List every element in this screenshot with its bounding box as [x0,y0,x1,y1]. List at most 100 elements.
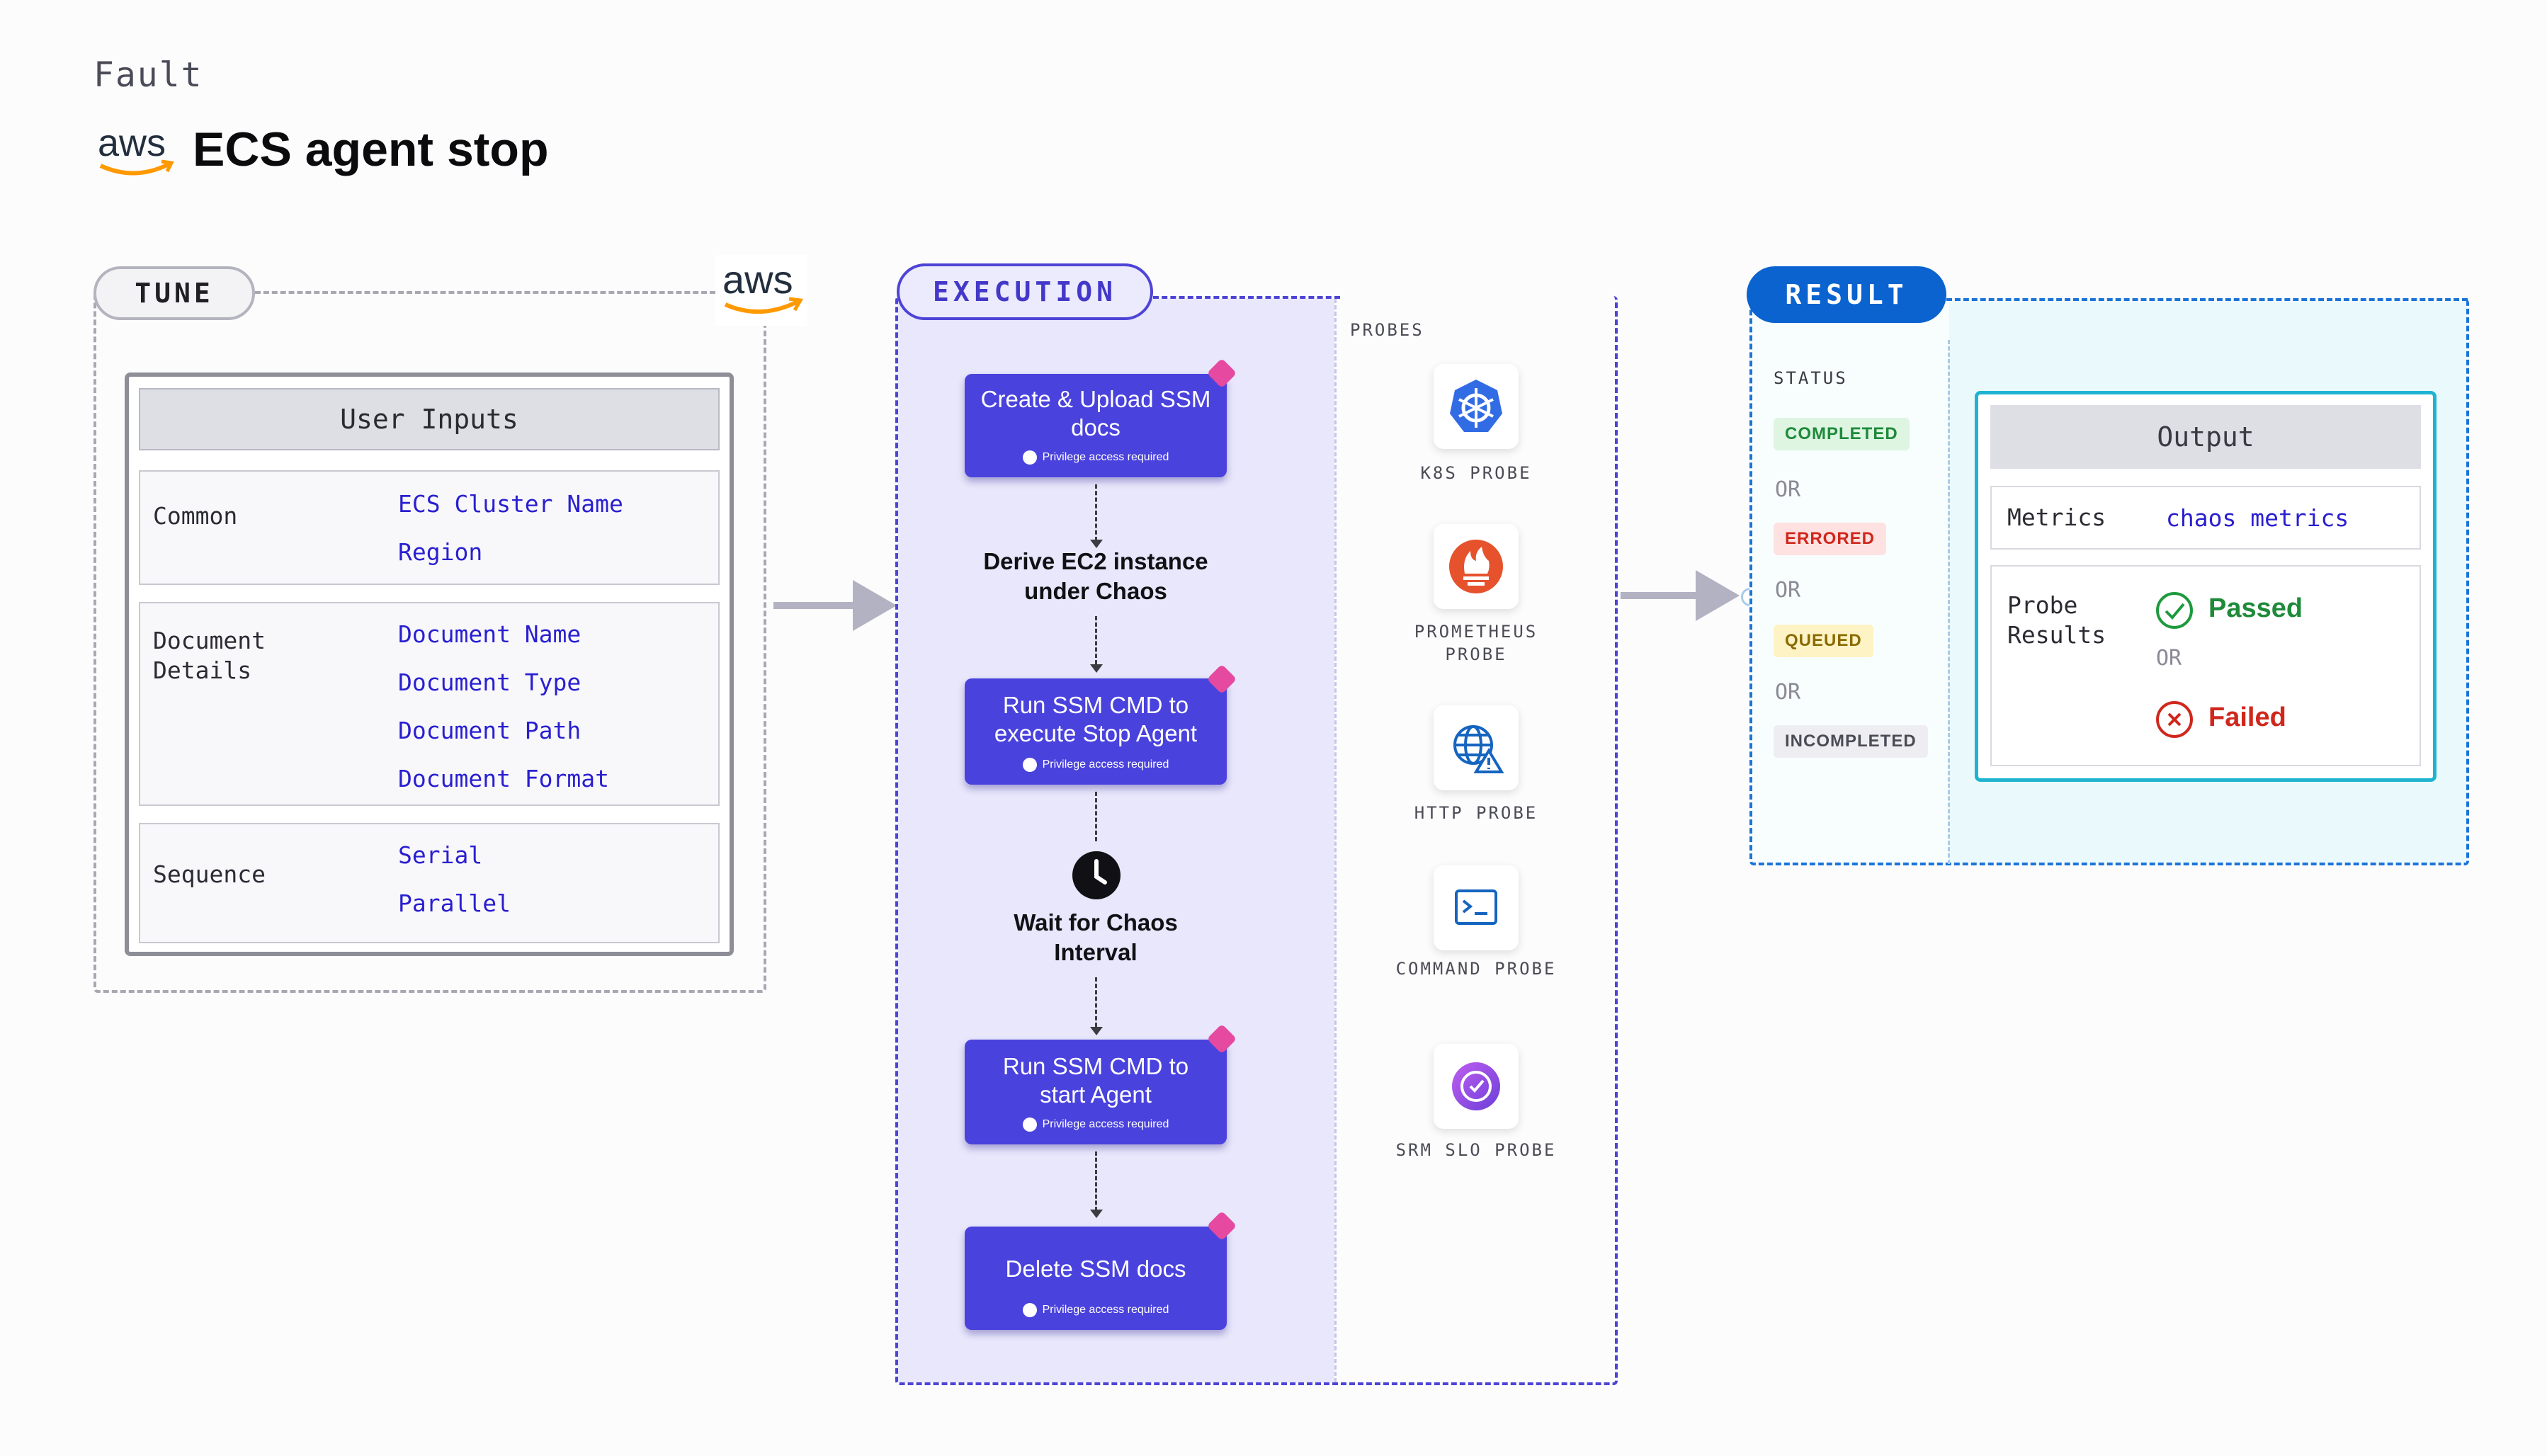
metrics-label: Metrics [2007,504,2106,531]
check-circle-icon [2156,592,2193,629]
aws-logo: aws [98,122,174,176]
status-label: STATUS [1774,368,1848,388]
prometheus-probe-tile [1434,524,1519,609]
status-badge-incompleted: INCOMPLETED [1774,725,1928,758]
clock-icon [1072,851,1121,899]
result-connector-line [1946,298,2468,301]
http-probe-label: HTTP PROBE [1414,803,1538,823]
privilege-icon [1022,1117,1037,1132]
input-serial: Serial [398,841,483,869]
group-label-sequence: Sequence [153,860,266,888]
probe-results-label: Probe Results [2007,591,2106,649]
result-pill: RESULT [1747,266,1946,323]
tune-to-execution-arrow-head [853,580,897,631]
input-group-common: Common ECS Cluster Name Region [139,470,720,585]
status-badge-queued: QUEUED [1774,625,1873,657]
execution-steps-panel [898,299,1334,1382]
execution-to-result-arrow-head [1696,570,1740,621]
input-region: Region [398,538,483,566]
page-title: ECS agent stop [193,123,549,176]
tune-to-execution-arrow-line [773,602,858,609]
flow-connector [1095,977,1097,1027]
or-separator: OR [1775,680,1801,705]
k8s-probe-tile [1434,364,1519,449]
command-probe-label: COMMAND PROBE [1395,959,1557,979]
or-separator: OR [2156,646,2182,671]
privilege-note: Privilege access required [965,450,1227,465]
input-document-format: Document Format [398,765,610,792]
input-parallel: Parallel [398,889,511,917]
chaos-metrics-value: chaos metrics [2166,504,2349,532]
input-ecs-cluster-name: ECS Cluster Name [398,490,623,518]
privilege-note-text: Privilege access required [1042,1118,1169,1130]
prometheus-icon [1449,540,1503,593]
or-separator: OR [1775,477,1801,502]
failed-label: Failed [2208,703,2286,732]
group-label-document-details: Document Details [153,627,266,684]
tune-aws-logo: aws [715,255,807,326]
flow-arrowhead [1090,1210,1103,1218]
probe-results-row: Probe Results Passed OR Failed [1990,565,2421,766]
privilege-note-text: Privilege access required [1042,1304,1169,1316]
srm-slo-icon [1452,1062,1500,1110]
derive-ec2-instance-text: Derive EC2 instance under Chaos [983,548,1208,604]
tune-pill: TUNE [93,266,255,320]
step-title: Delete SSM docs [1005,1256,1186,1282]
result-divider [1948,340,1950,864]
input-group-sequence: Sequence Serial Parallel [139,823,720,943]
privilege-note: Privilege access required [965,758,1227,772]
flow-connector [1095,1151,1097,1211]
step-title: Run SSM CMD to execute Stop Agent [994,692,1198,746]
tune-connector-line [255,291,715,294]
privilege-icon [1022,1303,1037,1317]
flow-connector [1095,484,1097,541]
privilege-note-text: Privilege access required [1042,758,1169,770]
privilege-note: Privilege access required [965,1117,1227,1132]
fault-category-label: Fault [93,55,203,95]
execution-connector-line [1153,296,1340,299]
group-label-common: Common [153,502,238,530]
k8s-probe-label: K8S PROBE [1420,463,1532,483]
execution-section [895,296,1618,1385]
tune-aws-logo-text: aws [722,257,793,302]
input-document-path: Document Path [398,717,582,744]
privilege-note-text: Privilege access required [1042,451,1169,463]
srm-slo-probe-tile [1434,1044,1519,1129]
step-title: Run SSM CMD to start Agent [1002,1053,1189,1108]
step-delete-ssm-docs: Delete SSM docs Privilege access require… [965,1227,1227,1330]
passed-label: Passed [2208,593,2303,623]
kubernetes-icon [1450,380,1502,432]
input-document-name: Document Name [398,620,582,648]
privilege-icon [1022,758,1037,772]
srm-slo-probe-label: SRM SLO PROBE [1395,1140,1557,1160]
aws-logo-text: aws [98,122,166,164]
status-badge-completed: COMPLETED [1774,418,1910,450]
input-group-document-details: Document Details Document Name Document … [139,602,720,806]
or-separator: OR [1775,578,1801,603]
tune-section [93,292,766,993]
flow-arrowhead [1090,540,1103,548]
execution-divider [1334,299,1337,1382]
prometheus-probe-label: PROMETHEUS PROBE [1414,622,1538,664]
http-probe-tile [1434,705,1519,790]
flow-arrowhead [1090,1027,1103,1035]
execution-to-result-arrow-line [1621,592,1700,599]
status-badge-errored: ERRORED [1774,523,1887,555]
flow-arrowhead [1090,664,1103,673]
probes-label: PROBES [1350,320,1424,340]
step-title: Create & Upload SSM docs [980,386,1211,440]
user-inputs-title: User Inputs [139,388,720,450]
metrics-row: Metrics chaos metrics [1990,486,2421,550]
privilege-note: Privilege access required [965,1303,1227,1317]
execution-pill: EXECUTION [897,263,1153,320]
privilege-icon [1022,450,1037,465]
input-document-type: Document Type [398,669,582,696]
http-globe-icon [1453,725,1504,773]
flow-connector [1095,616,1097,664]
step-run-ssm-stop-agent: Run SSM CMD to execute Stop Agent Privil… [965,678,1227,785]
step-create-upload-ssm-docs: Create & Upload SSM docs Privilege acces… [965,374,1227,477]
wait-chaos-interval-text: Wait for Chaos Interval [1014,909,1178,965]
flow-connector [1095,792,1097,841]
output-title: Output [1990,405,2421,469]
step-run-ssm-start-agent: Run SSM CMD to start Agent Privilege acc… [965,1040,1227,1144]
